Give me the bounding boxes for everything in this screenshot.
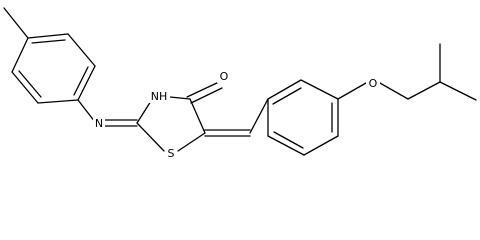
thiazolidinone-ring xyxy=(136,81,223,152)
tolyl-group xyxy=(3,7,96,104)
aryl-n-bond xyxy=(77,99,96,123)
o-ch2-bond xyxy=(379,82,409,100)
atom-label-s: S xyxy=(168,147,175,160)
tolyl-ring-bond xyxy=(11,37,29,73)
molecule-diagram: N NH O S O xyxy=(3,7,477,160)
tolyl-ring-bond xyxy=(11,71,39,104)
ring-bond-n3-c4 xyxy=(169,96,191,100)
phenyl-ring-bond xyxy=(303,135,339,156)
phenyl-ring-bond xyxy=(300,79,339,100)
atom-label-o: O xyxy=(369,77,378,90)
phenyl-ring-bond xyxy=(267,135,305,156)
aryl-o-bond xyxy=(337,82,367,100)
ch-methyl-bond xyxy=(439,81,477,101)
tolyl-ring-bond xyxy=(37,99,79,104)
phenyl-ring-double-bond xyxy=(272,87,302,105)
tolyl-ring-double-bond xyxy=(73,66,89,96)
carbonyl-double-bond xyxy=(186,81,220,98)
tolyl-ring-bond xyxy=(67,33,96,67)
isobutoxy-chain xyxy=(337,43,477,101)
atom-label-nh: NH xyxy=(151,90,168,103)
tolyl-ring-double-bond xyxy=(31,39,66,44)
ring-bond-c5-s1 xyxy=(177,132,206,152)
atom-nh: NH xyxy=(148,89,170,103)
atom-s: S xyxy=(165,146,177,160)
carbonyl-double-bond xyxy=(190,87,223,104)
phenyl-ring-bond xyxy=(267,79,302,100)
ch2-ch-bond xyxy=(407,81,441,100)
tolyl-ring-bond xyxy=(27,33,69,39)
atom-o-carbonyl: O xyxy=(217,69,231,83)
methylidene-aryl-bond xyxy=(249,98,269,134)
structure-svg: N NH O S O xyxy=(3,7,477,160)
methyl-bond xyxy=(3,7,29,39)
atom-label-o: O xyxy=(220,70,229,83)
ring-bond-c4-c5 xyxy=(189,98,206,134)
ring-bond-s1-c2 xyxy=(136,122,165,152)
atom-label-n: N xyxy=(95,117,103,130)
atom-n-imine: N xyxy=(93,116,105,130)
tolyl-ring-double-bond xyxy=(18,70,42,98)
phenyl-ring-double-bond xyxy=(273,131,304,149)
atom-o-ether: O xyxy=(366,76,380,90)
tolyl-ring-bond xyxy=(77,65,96,101)
ring-bond-c2-n3 xyxy=(136,100,152,124)
phenyl-ring xyxy=(267,79,339,156)
